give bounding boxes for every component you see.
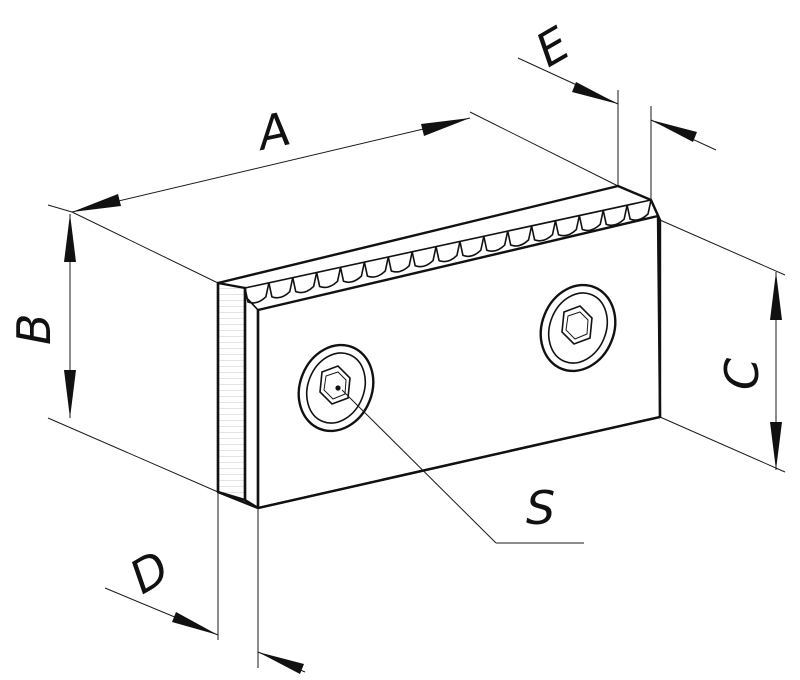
leader-s [341,389,584,544]
serration-tooth [291,272,318,294]
label-e: E [527,16,579,77]
serration-tooth [554,215,581,237]
screw-right [539,283,617,373]
serration-tooth [411,246,437,268]
serration-tooth [435,241,461,263]
serration-tooth [506,225,533,247]
serration-tooth [530,220,557,242]
label-c: C [715,358,769,390]
hex-socket-screw-icon [319,365,351,405]
label-b: B [7,313,61,345]
dimension-e [572,82,697,142]
serration-tooth [626,199,652,221]
jaw-block [216,184,662,510]
dimension-a [71,117,471,213]
serration-tooth [578,210,605,232]
serration-tooth [244,282,270,304]
serration-tooth [459,236,485,258]
hex-socket-screw-icon [561,305,593,345]
label-s: S [526,481,555,535]
dimension-d [172,612,304,674]
serration-tooth [268,277,294,299]
serration-tooth [387,251,413,273]
serration-tooth [315,267,342,289]
serration-tooth [363,256,390,278]
serration-tooth [483,230,509,252]
dimension-c [770,272,782,470]
dimension-b [64,214,76,418]
serration-tooth [602,205,628,227]
label-a: A [250,101,295,161]
label-d: D [121,540,179,604]
serrated-edge [244,199,652,304]
serration-tooth [339,261,366,284]
screw-left [297,343,375,433]
